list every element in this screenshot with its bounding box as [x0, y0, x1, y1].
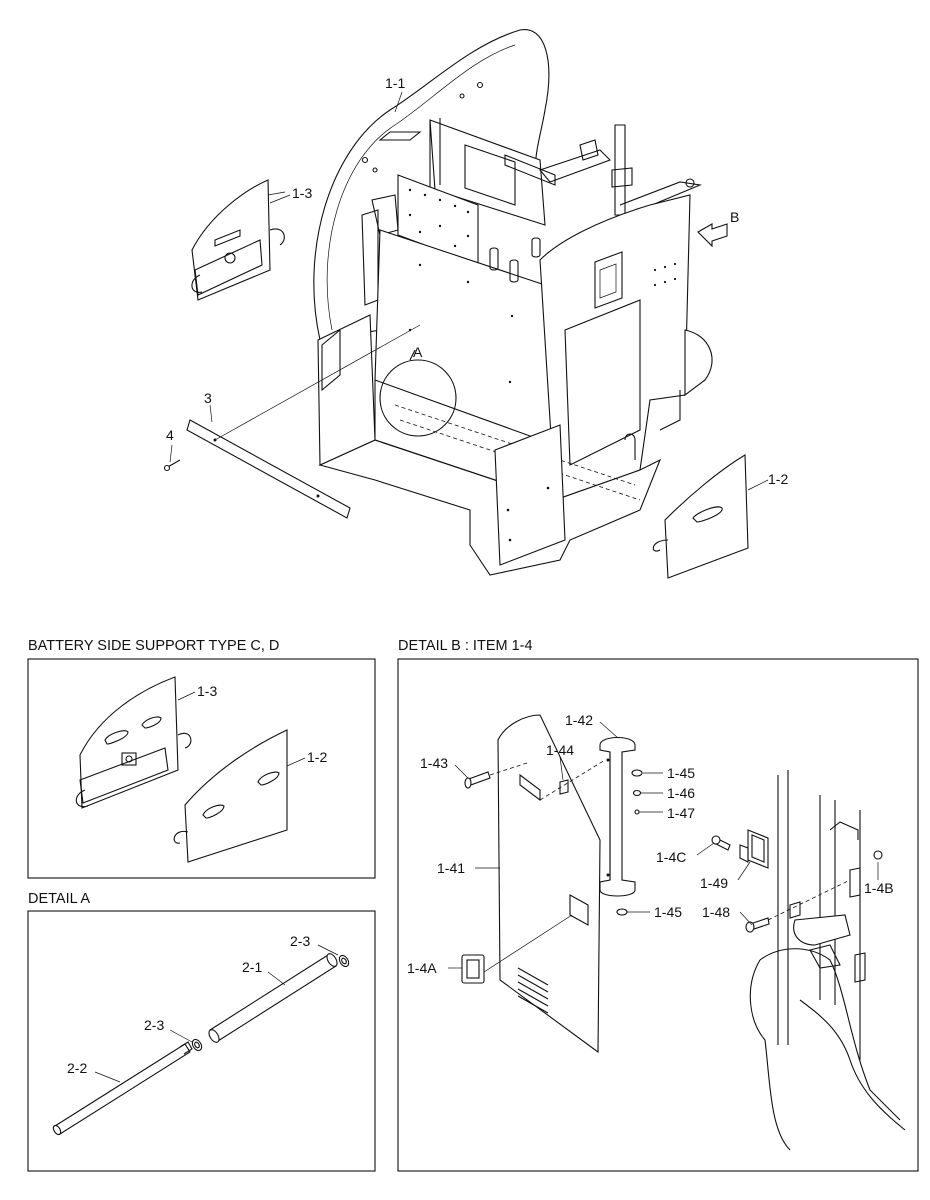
detail-b-label-1-44: 1-44: [546, 742, 574, 758]
panel-title-battery-side-support: BATTERY SIDE SUPPORT TYPE C, D: [28, 638, 279, 654]
part-1-2-plate: [652, 454, 749, 579]
label-1-1: 1-1: [385, 75, 405, 91]
detail-b-rail-1-42: [599, 736, 636, 897]
part-4-bolt: [163, 459, 181, 472]
detail-b-label-1-4A: 1-4A: [407, 960, 437, 976]
detail-a-label-2-3-bottom: 2-3: [144, 1017, 164, 1033]
label-3: 3: [204, 390, 212, 406]
detail-b-label-1-43: 1-43: [420, 755, 448, 771]
bracket-1-49: [739, 829, 769, 869]
label-1-2: 1-2: [768, 471, 788, 487]
grommet-1-4A: [461, 954, 485, 984]
back-wall: [374, 229, 561, 446]
detail-b-label-1-4B: 1-4B: [864, 880, 894, 896]
detail-a-label-2-2: 2-2: [67, 1060, 87, 1076]
washer-1-45-top: [631, 769, 643, 777]
detail-b-label-1-42: 1-42: [565, 712, 593, 728]
view-b-arrow: [697, 223, 728, 248]
support-1-3-bracket: [75, 676, 192, 809]
nut-1-4B: [873, 850, 883, 860]
detail-a-parts: [52, 953, 350, 1136]
label-view-b: B: [730, 209, 739, 225]
part-1-3-bracket: [191, 179, 286, 301]
detail-b-label-1-41: 1-41: [437, 860, 465, 876]
label-4: 4: [166, 427, 174, 443]
detail-a-callout-circle: [379, 359, 457, 437]
detail-b-label-1-48: 1-48: [702, 904, 730, 920]
detail-a-label-2-3-top: 2-3: [290, 933, 310, 949]
detail-b-truck-body: [749, 770, 906, 1151]
label-detail-a: A: [413, 344, 423, 360]
detail-b-cover-1-41: [461, 714, 601, 1054]
bolt-1-43: [464, 761, 531, 789]
panel-detail-b: [397, 658, 919, 1172]
nut-1-47: [634, 809, 640, 815]
bolt-1-4C: [711, 835, 731, 851]
clip-1-44: [559, 779, 569, 795]
right-side-panel: [539, 194, 691, 501]
detail-a-label-2-1: 2-1: [242, 959, 262, 975]
washer-1-46: [632, 789, 642, 797]
panel-title-detail-b: DETAIL B : ITEM 1-4: [398, 638, 533, 654]
left-side-wall: [317, 314, 376, 466]
panel-battery-side-support: [27, 658, 376, 879]
detail-b-label-1-45-top: 1-45: [667, 765, 695, 781]
washer-1-45-bottom: [616, 908, 628, 916]
detail-b-label-1-47: 1-47: [667, 805, 695, 821]
battery-frame-assembly: [313, 29, 728, 576]
support-1-2-plate: [173, 729, 288, 863]
detail-b-label-1-4C: 1-4C: [656, 849, 686, 865]
upper-frame: [429, 119, 546, 226]
panel-detail-a: [27, 910, 376, 1172]
detail-b-label-1-46: 1-46: [667, 785, 695, 801]
detail-b-label-1-45-bottom: 1-45: [654, 904, 682, 920]
support-label-1-3: 1-3: [197, 683, 217, 699]
support-label-1-2: 1-2: [307, 749, 327, 765]
part-3-bar: [186, 324, 421, 519]
detail-b-label-1-49: 1-49: [700, 875, 728, 891]
panel-title-detail-a: DETAIL A: [28, 891, 90, 907]
label-1-3: 1-3: [292, 185, 312, 201]
